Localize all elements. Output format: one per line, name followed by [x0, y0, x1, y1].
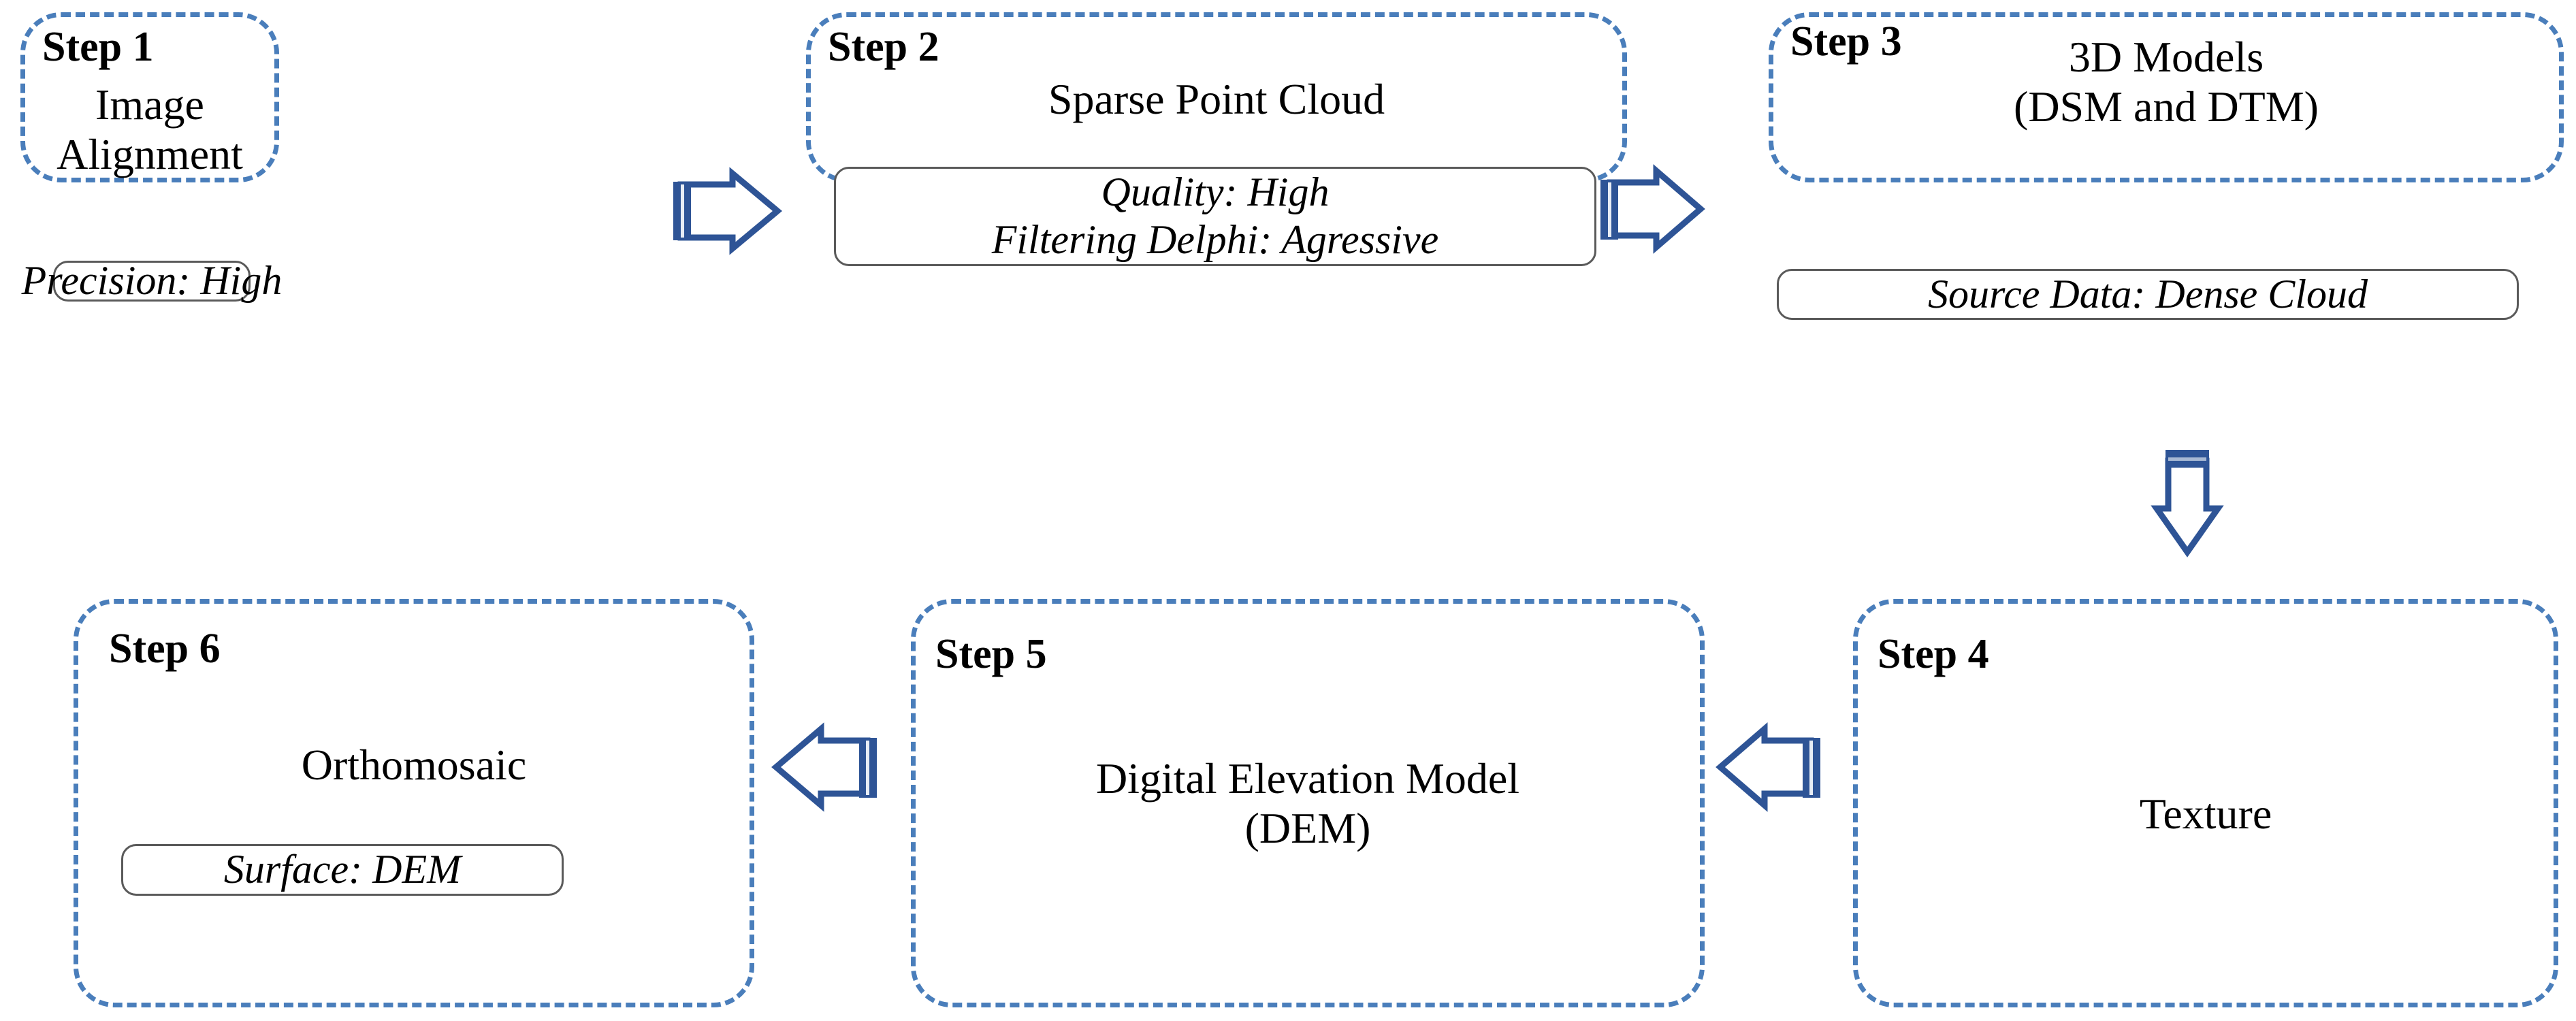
step-3-param-box: Source Data: Dense Cloud: [1777, 269, 2519, 320]
step-5-title: Digital Elevation Model (DEM): [1095, 754, 1520, 852]
arrow-left-icon: [1716, 722, 1827, 812]
step-4-title: Texture: [2139, 790, 2272, 838]
step-1-param-0: Precision: High: [21, 258, 283, 304]
arrow-right-icon: [1594, 164, 1705, 254]
step-2-title: Sparse Point Cloud: [1048, 75, 1385, 123]
step-3-label: Step 3: [1790, 18, 1902, 65]
step-box-5[interactable]: [911, 599, 1705, 1007]
step-3-title: 3D Models (DSM and DTM): [2014, 33, 2319, 131]
step-3-param-0: Source Data: Dense Cloud: [1928, 271, 2368, 317]
step-6-title: Orthomosaic: [301, 741, 527, 789]
step-1-title: Image Alignment: [57, 80, 243, 178]
step-2-param-0: Quality: High: [1101, 169, 1330, 215]
step-box-6[interactable]: [74, 599, 754, 1007]
step-box-3[interactable]: [1769, 12, 2564, 182]
step-6-param-0: Surface: DEM: [223, 847, 462, 892]
step-2-param-1: Filtering Delphi: Agressive: [991, 217, 1439, 262]
step-2-param-box: Quality: High Filtering Delphi: Agressiv…: [834, 167, 1596, 266]
step-box-1[interactable]: [20, 12, 279, 182]
arrow-down-icon: [2146, 446, 2228, 557]
step-1-param-box: Precision: High: [22, 258, 283, 303]
step-6-param-box: Surface: DEM: [121, 844, 564, 896]
step-box-4[interactable]: [1853, 599, 2558, 1007]
step-2-label: Step 2: [828, 24, 939, 70]
step-1-label: Step 1: [42, 24, 154, 70]
arrow-left-icon: [771, 722, 881, 812]
arrow-right-icon: [671, 167, 783, 255]
step-6-label: Step 6: [109, 626, 221, 672]
step-5-label: Step 5: [935, 631, 1047, 677]
step-4-label: Step 4: [1878, 631, 1989, 677]
